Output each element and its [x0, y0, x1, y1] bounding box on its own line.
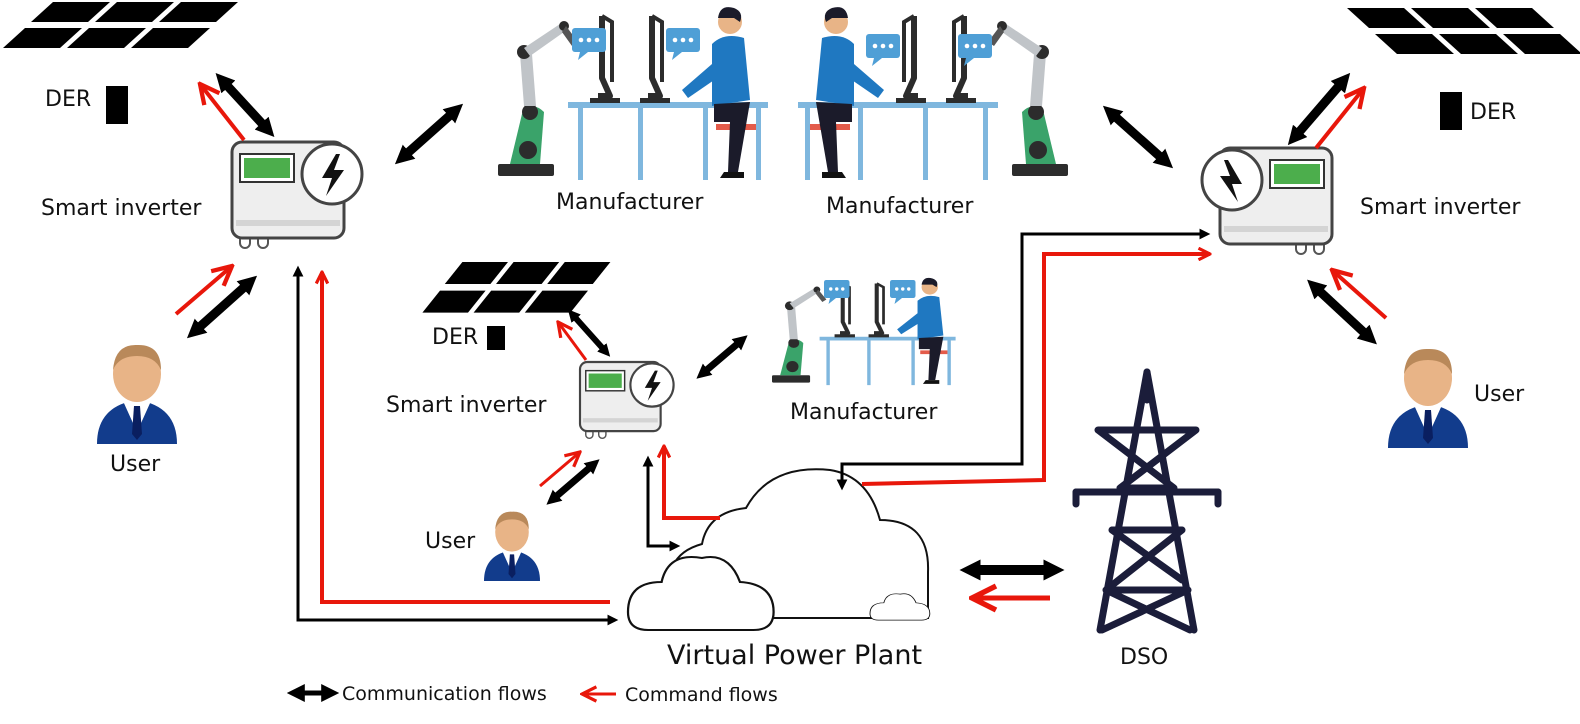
- comm-line-vpp-inverter-middle: [642, 455, 681, 552]
- label-vpp: Virtual Power Plant: [667, 640, 922, 671]
- cmd-arrow-der-right: [1314, 88, 1364, 150]
- comm-line-vpp-inverter-right: [836, 228, 1211, 491]
- cmd-arrow-user-right: [1332, 270, 1388, 320]
- cmd-line-vpp-inverter-right: [861, 254, 1210, 486]
- manufacturer-middle: [772, 278, 956, 385]
- solar-panel-top-left: [3, 2, 238, 124]
- label-manufacturer-right: Manufacturer: [826, 194, 974, 219]
- user-icon-right: [1388, 348, 1468, 448]
- user-icon-middle: [484, 511, 540, 581]
- manufacturer-right: [798, 7, 1068, 180]
- legend-command-label: Command flows: [625, 684, 778, 706]
- comm-arrow-mfg-middle: [696, 335, 748, 379]
- label-inverter-right: Smart inverter: [1360, 195, 1521, 220]
- label-user-middle: User: [425, 529, 476, 554]
- label-der-middle: DER: [432, 325, 478, 350]
- legend: Communication flows Command flows: [286, 683, 778, 706]
- comm-arrow-der-left: [215, 73, 275, 137]
- label-user-left: User: [110, 452, 161, 477]
- smart-inverter-middle: [578, 360, 675, 440]
- comm-arrow-der-right: [1287, 72, 1351, 146]
- label-der-top-right: DER: [1470, 100, 1516, 125]
- cmd-arrow-user-left: [174, 266, 232, 316]
- manufacturer-left: [498, 7, 768, 180]
- comm-arrow-user-right: [1307, 279, 1377, 345]
- cmd-arrow-der-left: [200, 84, 246, 142]
- smart-inverter-left: [230, 140, 364, 250]
- cmd-line-vpp-inverter-left: [322, 272, 610, 604]
- label-der-top-left: DER: [45, 87, 91, 112]
- label-manufacturer-middle: Manufacturer: [790, 400, 938, 425]
- label-user-right: User: [1474, 382, 1525, 407]
- solar-panel-top-right: [1347, 8, 1580, 130]
- vpp-cloud-icon: [626, 468, 931, 632]
- comm-arrow-mfg-left: [394, 103, 464, 165]
- label-manufacturer-left: Manufacturer: [556, 190, 704, 215]
- comm-line-vpp-inverter-left: [292, 265, 619, 626]
- comm-arrow-user-left: [186, 275, 258, 339]
- smart-inverter-right: [1200, 146, 1334, 256]
- transmission-tower-icon: [1072, 368, 1222, 634]
- label-inverter-left: Smart inverter: [41, 196, 202, 221]
- user-icon-left: [97, 344, 177, 444]
- legend-communication-label: Communication flows: [342, 683, 547, 705]
- label-inverter-middle: Smart inverter: [386, 393, 547, 418]
- comm-arrow-mfg-right: [1102, 105, 1174, 169]
- cmd-line-vpp-inverter-middle: [664, 446, 720, 520]
- label-dso: DSO: [1120, 645, 1168, 670]
